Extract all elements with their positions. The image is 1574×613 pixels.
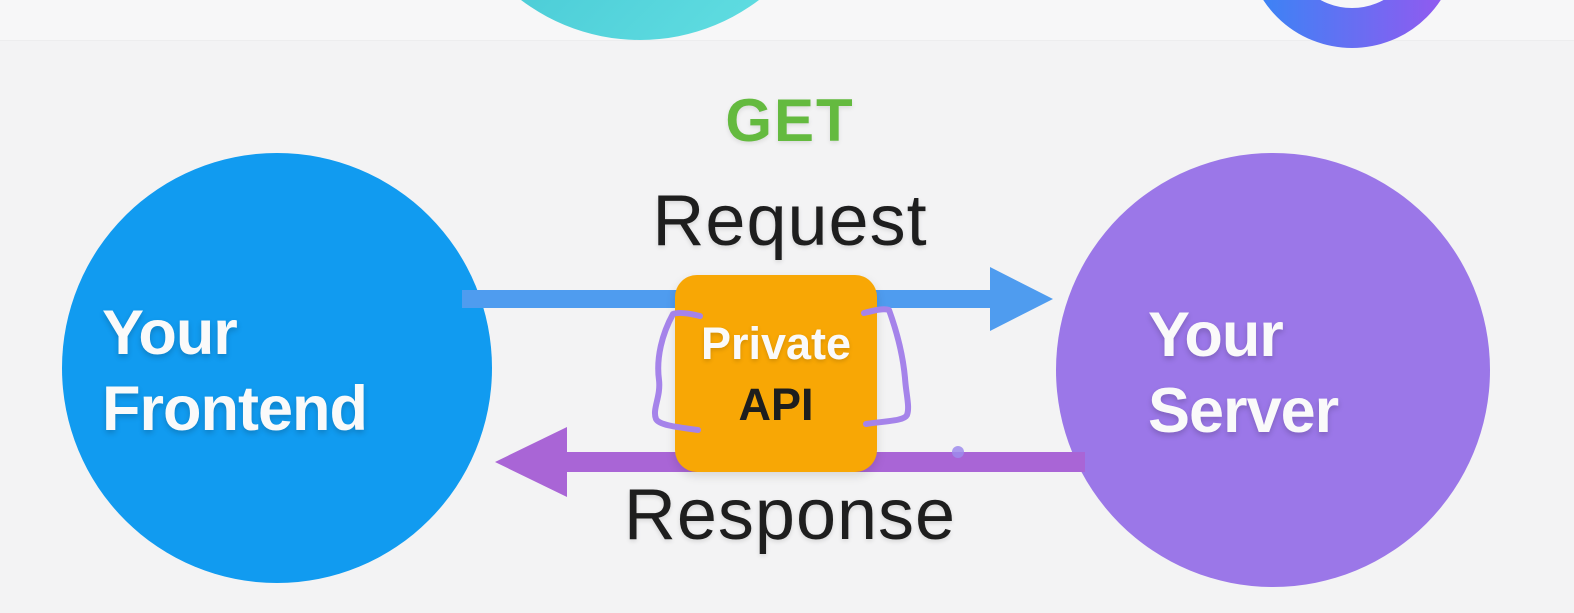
left-bracket-mark — [652, 309, 703, 433]
frontend-circle: Your Frontend — [62, 153, 492, 583]
api-box-label-private: Private — [700, 317, 852, 369]
deco-teal-circle — [521, 0, 759, 40]
private-api-box: Private API — [675, 275, 877, 472]
server-label-line1: Your — [1148, 300, 1284, 371]
server-circle: Your Server — [1056, 153, 1490, 587]
frontend-label: Your Frontend — [62, 288, 492, 447]
api-box-label-api: API — [738, 378, 814, 430]
frontend-label-line2: Frontend — [102, 374, 368, 444]
request-arrowhead-icon — [990, 267, 1053, 331]
method-label: GET — [725, 87, 855, 154]
server-label: Your Server — [1056, 290, 1490, 449]
server-label-line2: Server — [1148, 376, 1339, 446]
response-label: Response — [623, 475, 957, 555]
deco-purple-dot — [952, 446, 964, 458]
deco-gradient-ring — [1263, 0, 1441, 48]
response-arrowhead-icon — [495, 427, 567, 497]
request-label: Request — [652, 181, 928, 261]
frontend-label-line1: Your — [102, 298, 238, 369]
right-bracket-mark — [861, 306, 912, 427]
